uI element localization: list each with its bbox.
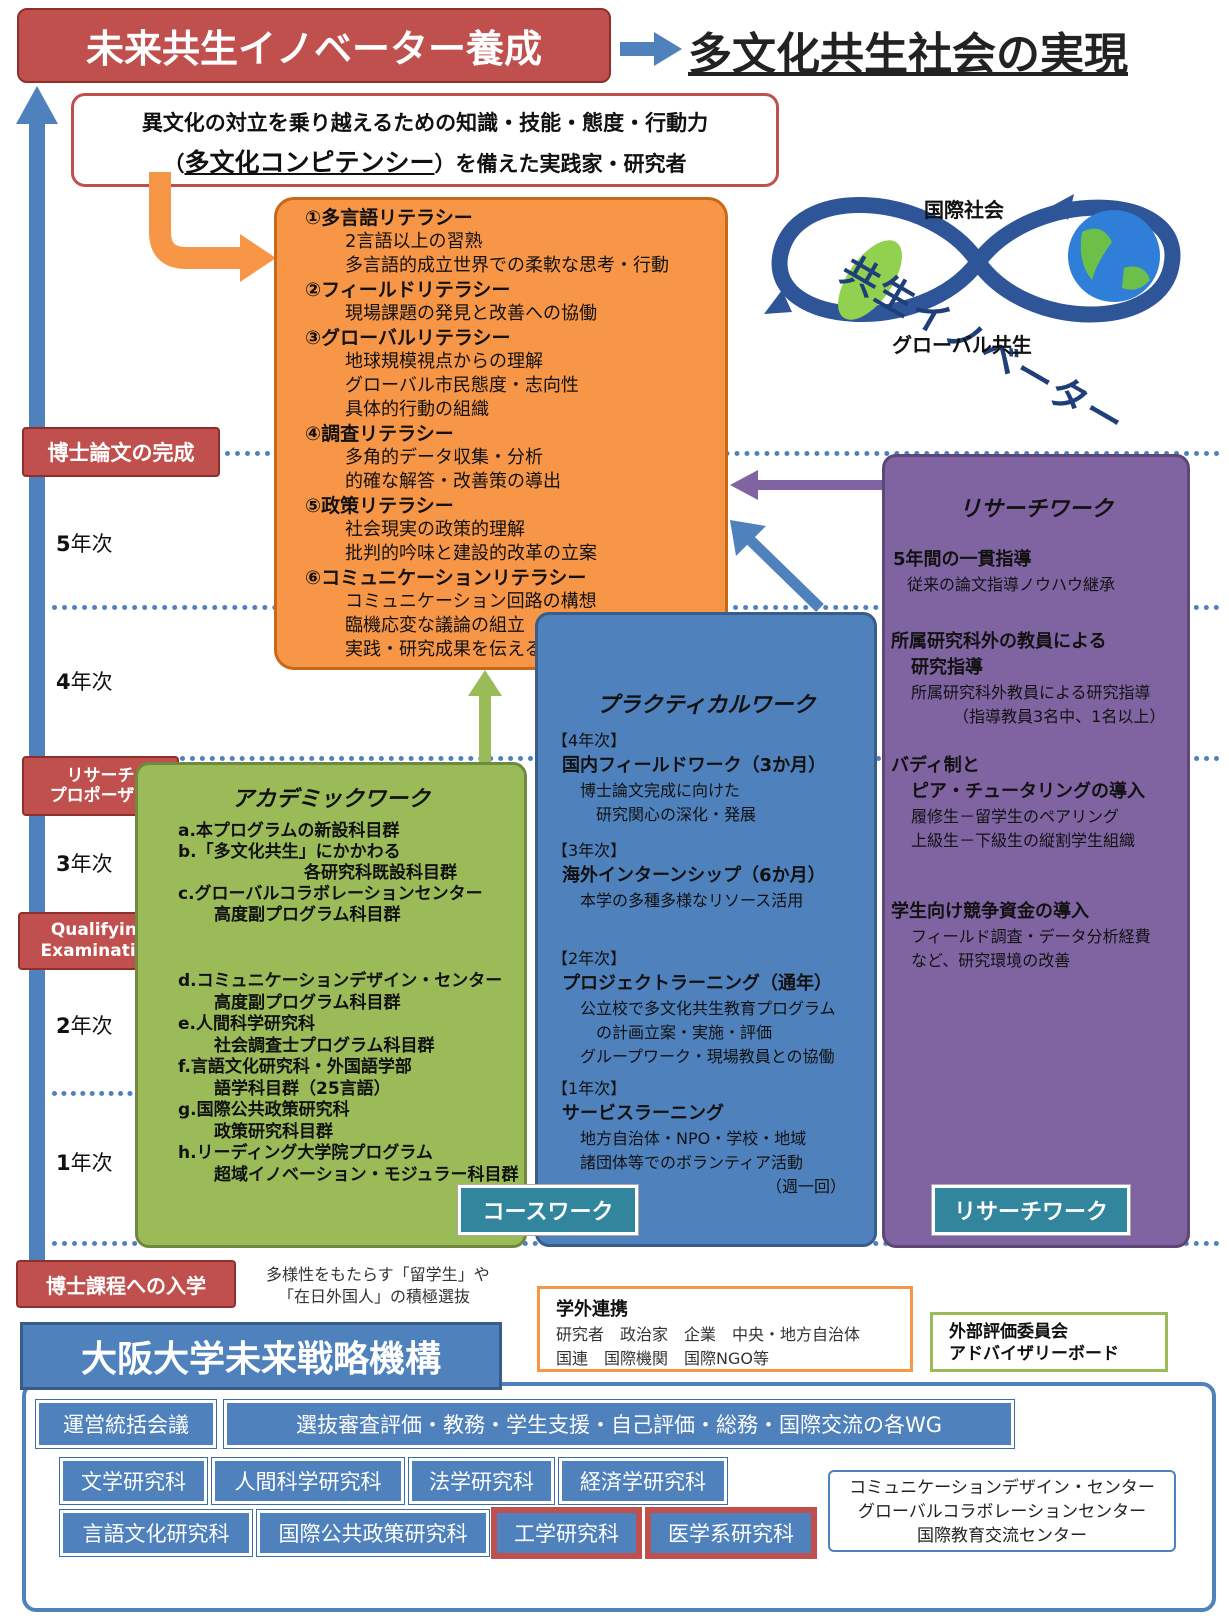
literacy-title: ④調査リテラシー: [305, 423, 454, 445]
org-unit: 工学研究科: [491, 1507, 642, 1559]
org-unit: 国際公共政策研究科: [256, 1509, 490, 1557]
literacy-title: ③グローバルリテラシー: [305, 327, 511, 349]
literacy-item: 臨機応変な議論の組立: [345, 615, 525, 636]
milestone-thesis: 博士論文の完成: [22, 427, 220, 477]
research-work-box: リサーチワーク 5年間の一貫指導 従来の論文指導ノウハウ継承 所属研究科外の教員…: [882, 454, 1190, 1248]
literacy-item: 多角的データ収集・分析: [345, 447, 543, 468]
org-unit: 人間科学研究科: [211, 1457, 405, 1505]
year-label-3: 3年次: [56, 852, 113, 876]
org-unit: 言語文化研究科: [59, 1509, 253, 1557]
competency-box: 異文化の対立を乗り越えるための知識・技能・態度・行動力 （多文化コンピテンシー）…: [71, 93, 779, 187]
practical-block: 【4年次】 国内フィールドワーク（3か月） 博士論文完成に向けた 研究関心の深化…: [552, 731, 827, 824]
academic-title: アカデミックワーク: [231, 787, 430, 812]
literacy-item: 具体的行動の組織: [345, 399, 489, 420]
milestone-admission: 博士課程への入学: [16, 1260, 236, 1308]
literacy-item: 実践・研究成果を伝える力: [345, 639, 561, 660]
purple-left-arrow: [730, 470, 882, 500]
bent-arrow-icon: [149, 172, 276, 282]
year-label-1: 1年次: [56, 1151, 113, 1175]
infinity-logo: [764, 194, 1181, 323]
research-title: リサーチワーク: [958, 497, 1113, 522]
year-1-2-line: [52, 1091, 142, 1096]
practical-block: 【2年次】 プロジェクトラーニング（通年） 公立校で多文化共生教育プログラム の…: [552, 949, 836, 1066]
practical-block: 【3年次】 海外インターンシップ（6か月） 本学の多種多様なリソース活用: [552, 841, 826, 910]
org-unit: 運営統括会議: [35, 1399, 217, 1449]
arrow-right-icon: [620, 32, 682, 66]
literacy-box: ①多言語リテラシー 2言語以上の習熟 多言語的成立世界での柔軟な思考・行動 ②フ…: [274, 197, 728, 670]
green-up-arrow: [468, 670, 502, 762]
literacy-item: グローバル市民態度・志向性: [345, 375, 579, 396]
literacy-title: ⑥コミュニケーションリテラシー: [305, 567, 587, 589]
academic-work-box: アカデミックワーク a.本プログラムの新設科目群 b.「多文化共生」にかかわる …: [135, 762, 527, 1248]
org-unit: 選抜審査評価・教務・学生支援・自己評価・総務・国際交流の各WG: [223, 1399, 1015, 1449]
org-unit: 法学研究科: [408, 1457, 555, 1505]
competency-emphasis: 多文化コンピテンシー: [184, 148, 435, 177]
year-label-5: 5年次: [56, 532, 113, 556]
org-unit: 文学研究科: [59, 1457, 208, 1505]
literacy-item: 現場課題の発見と改善への協働: [345, 303, 597, 324]
org-unit: 経済学研究科: [558, 1457, 728, 1505]
japan-map-icon: [838, 240, 902, 320]
coursework-tag: コースワーク: [457, 1184, 639, 1236]
logo-bottom-label: グローバル共生: [892, 333, 1032, 357]
research-block: 所属研究科外の教員による 研究指導 所属研究科外教員による研究指導 （指導教員3…: [891, 631, 1166, 726]
year-label-2: 2年次: [56, 1014, 113, 1038]
literacy-item: 社会現実の政策的理解: [345, 519, 525, 540]
researchwork-tag: リサーチワーク: [931, 1184, 1131, 1236]
research-block: 5年間の一貫指導 従来の論文指導ノウハウ継承: [893, 549, 1116, 594]
literacy-title: ①多言語リテラシー: [305, 207, 473, 229]
competency-line1: 異文化の対立を乗り越えるための知識・技能・態度・行動力: [141, 111, 709, 135]
advisory-board-box: 外部評価委員会 アドバイザリーボード: [930, 1312, 1168, 1372]
practical-work-box: プラクティカルワーク 【4年次】 国内フィールドワーク（3か月） 博士論文完成に…: [535, 612, 877, 1247]
admission-note: 多様性をもたらす「留学生」や 「在日外国人」の積極選抜: [266, 1265, 490, 1306]
research-block: バディ制と ピア・チュータリングの導入 履修生－留学生のペアリング 上級生－下級…: [891, 755, 1145, 850]
logo-top-label: 国際社会: [924, 198, 1004, 222]
org-title: 大阪大学未来戦略機構: [20, 1322, 502, 1390]
practical-block: 【1年次】 サービスラーニング 地方自治体・NPO・学校・地域 諸団体等でのボラ…: [552, 1079, 847, 1196]
progress-arrow: [16, 86, 58, 1280]
practical-title: プラクティカルワーク: [596, 693, 816, 718]
centers-box: コミュニケーションデザイン・センター グローバルコラボレーションセンター 国際教…: [828, 1470, 1176, 1552]
competency-line2: （多文化コンピテンシー）を備えた実践家・研究者: [163, 148, 687, 177]
literacy-item: 2言語以上の習熟: [345, 231, 483, 252]
literacy-item: 地球規模視点からの理解: [345, 351, 543, 372]
literacy-item: 的確な解答・改善策の導出: [345, 471, 561, 492]
header-right-title: 多文化共生社会の実現: [688, 29, 1128, 80]
literacy-title: ②フィールドリテラシー: [305, 279, 511, 301]
blue-diagonal-arrow: [730, 520, 824, 612]
academic-list-top: a.本プログラムの新設科目群 b.「多文化共生」にかかわる 各研究科既設科目群 …: [178, 821, 483, 925]
academic-list-bottom: d.コミュニケーションデザイン・センター 高度副プログラム科目群 e.人間科学研…: [178, 971, 519, 1185]
literacy-item: 批判的吟味と建設的改革の立案: [345, 543, 597, 564]
literacy-title: ⑤政策リテラシー: [305, 495, 454, 517]
literacy-item: 多言語的成立世界での柔軟な思考・行動: [345, 255, 669, 276]
research-block: 学生向け競争資金の導入 フィールド調査・データ分析経費 など、研究環境の改善: [891, 901, 1151, 970]
org-unit: 医学系研究科: [645, 1507, 817, 1559]
external-collaboration-box: 学外連携 研究者 政治家 企業 中央・地方自治体 国連 国際機関 国際NGO等: [537, 1286, 913, 1372]
infinity-loop: [771, 197, 1181, 323]
header-left-title: 未来共生イノベーター養成: [17, 8, 611, 83]
literacy-item: コミュニケーション回路の構想: [345, 591, 597, 612]
year-label-4: 4年次: [56, 670, 113, 694]
